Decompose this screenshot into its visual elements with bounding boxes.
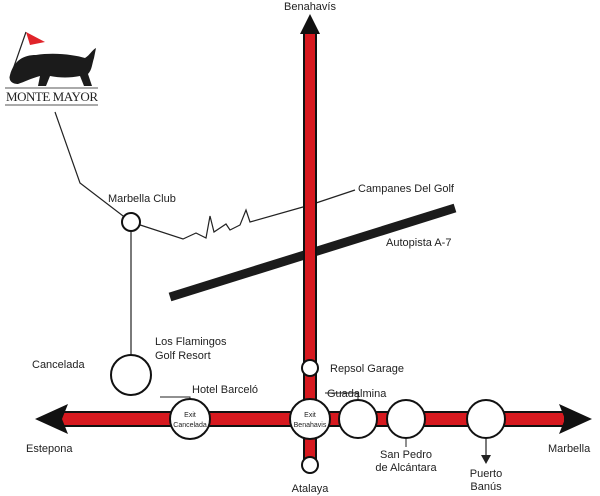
label-exit-cancelada-2: Cancelada — [173, 422, 207, 429]
arrow-right-icon — [559, 404, 592, 434]
label-benahavis: Benahavís — [284, 1, 336, 13]
marker-cancelada[interactable] — [110, 354, 152, 396]
arrow-down-icon — [481, 455, 491, 464]
label-hotel-barcelo: Hotel Barceló — [192, 384, 258, 396]
flag-icon — [26, 32, 45, 45]
label-marbella: Marbella — [548, 443, 591, 455]
guadalmina-leader — [325, 392, 359, 401]
monte-mayor-logo: MONTE MAYOR — [5, 31, 98, 106]
label-atalaya: Atalaya — [292, 483, 330, 495]
road-logo-to-marbella-club — [54, 111, 132, 223]
logo-text: MONTE MAYOR — [6, 89, 98, 104]
marker-marbella-club[interactable] — [121, 212, 141, 232]
marker-exit-benahavis[interactable] — [289, 398, 331, 440]
bull-icon — [9, 48, 97, 86]
label-exit-benahavis-2: Benahavis — [294, 422, 327, 429]
label-exit-cancelada-1: Exit — [184, 412, 196, 419]
label-golf-resort: Golf Resort — [155, 350, 211, 362]
marker-atalaya[interactable] — [301, 456, 319, 474]
label-exit-benahavis-1: Exit — [304, 412, 316, 419]
label-san-pedro: San Pedro — [380, 449, 432, 461]
marker-puerto-banus[interactable] — [466, 399, 506, 439]
label-repsol: Repsol Garage — [330, 363, 404, 375]
label-marbella-club: Marbella Club — [108, 193, 176, 205]
marker-guadalmina[interactable] — [338, 399, 378, 439]
label-puerto: Puerto — [470, 468, 502, 480]
label-banus: Banús — [470, 481, 502, 493]
label-campanes: Campanes Del Golf — [358, 183, 455, 195]
arrow-up-icon — [300, 14, 320, 34]
label-cancelada: Cancelada — [32, 359, 85, 371]
label-autopista: Autopista A-7 — [386, 237, 451, 249]
label-guadalmina: Guadalmina — [327, 388, 387, 400]
label-los-flamingos: Los Flamingos — [155, 336, 227, 348]
road-to-campanes — [130, 189, 356, 240]
arrow-left-icon — [35, 404, 68, 434]
marker-repsol[interactable] — [301, 359, 319, 377]
label-estepona: Estepona — [26, 443, 73, 455]
marker-exit-cancelada[interactable] — [169, 398, 211, 440]
marker-san-pedro[interactable] — [386, 399, 426, 439]
label-de-alcantara: de Alcántara — [375, 462, 437, 474]
